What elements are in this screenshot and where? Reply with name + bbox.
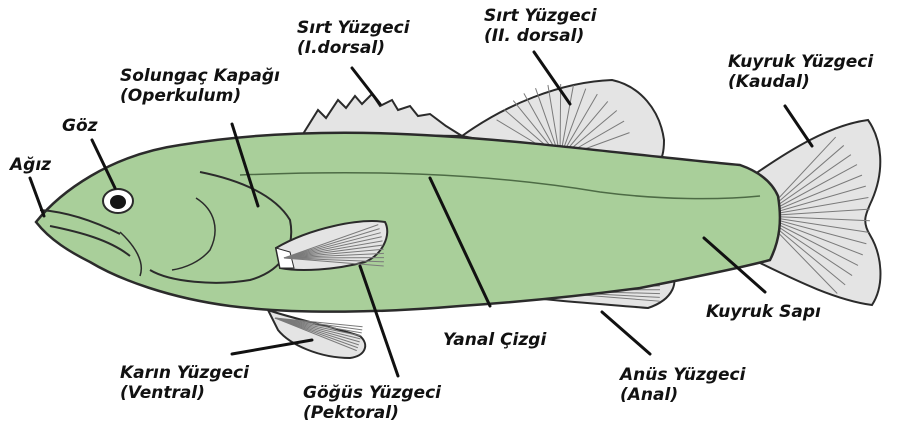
label-caudal-peduncle: Kuyruk Sapı bbox=[706, 302, 821, 322]
label-operculum-line1: Solungaç Kapağı bbox=[120, 66, 280, 86]
pointer-mouth bbox=[30, 178, 44, 216]
label-dorsal2-line1: Sırt Yüzgeci bbox=[484, 6, 597, 26]
label-dorsal2-line2: (II. dorsal) bbox=[484, 26, 597, 46]
label-lateral-line-text: Yanal Çizgi bbox=[443, 330, 546, 350]
label-pectoral-line2: (Pektoral) bbox=[303, 403, 441, 423]
label-caudal-line2: (Kaudal) bbox=[728, 72, 873, 92]
label-anal-line1: Anüs Yüzgeci bbox=[620, 365, 745, 385]
label-caudal: Kuyruk Yüzgeci (Kaudal) bbox=[728, 52, 873, 92]
eye-pupil bbox=[110, 195, 126, 209]
pointer-caudal bbox=[785, 106, 812, 146]
label-pectoral-line1: Göğüs Yüzgeci bbox=[303, 383, 441, 403]
label-dorsal1-line2: (I.dorsal) bbox=[297, 38, 410, 58]
label-mouth-text: Ağız bbox=[10, 155, 51, 175]
label-lateral-line: Yanal Çizgi bbox=[443, 330, 546, 350]
label-operculum: Solungaç Kapağı (Operkulum) bbox=[120, 66, 280, 106]
label-eye: Göz bbox=[62, 116, 98, 136]
first-dorsal-fin bbox=[303, 94, 462, 136]
label-mouth: Ağız bbox=[10, 155, 51, 175]
label-dorsal1: Sırt Yüzgeci (I.dorsal) bbox=[297, 18, 410, 58]
label-ventral-line2: (Ventral) bbox=[120, 383, 249, 403]
label-operculum-line2: (Operkulum) bbox=[120, 86, 280, 106]
pointer-anal bbox=[602, 312, 650, 354]
label-pectoral: Göğüs Yüzgeci (Pektoral) bbox=[303, 383, 441, 423]
label-dorsal1-line1: Sırt Yüzgeci bbox=[297, 18, 410, 38]
label-caudal-peduncle-text: Kuyruk Sapı bbox=[706, 302, 821, 322]
label-caudal-line1: Kuyruk Yüzgeci bbox=[728, 52, 873, 72]
label-ventral-line1: Karın Yüzgeci bbox=[120, 363, 249, 383]
label-anal-line2: (Anal) bbox=[620, 385, 745, 405]
label-eye-text: Göz bbox=[62, 116, 98, 136]
label-anal: Anüs Yüzgeci (Anal) bbox=[620, 365, 745, 405]
label-ventral: Karın Yüzgeci (Ventral) bbox=[120, 363, 249, 403]
label-dorsal2: Sırt Yüzgeci (II. dorsal) bbox=[484, 6, 597, 46]
